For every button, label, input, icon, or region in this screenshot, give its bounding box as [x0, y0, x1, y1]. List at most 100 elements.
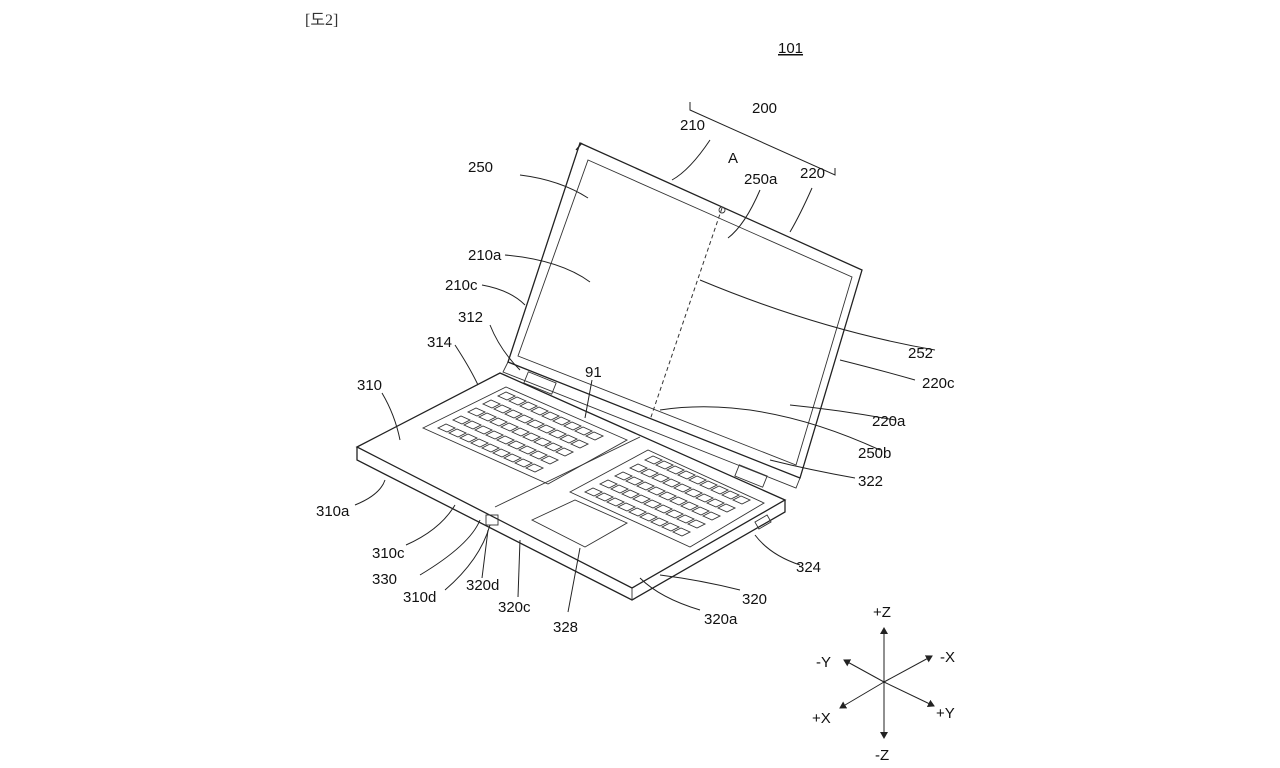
key-left [484, 430, 505, 440]
key-right [631, 494, 652, 504]
key-right [605, 497, 626, 507]
figure-label: [도2] [305, 12, 339, 29]
key-left [503, 409, 524, 419]
label-322: 322 [858, 473, 883, 490]
key-left [492, 404, 513, 414]
axis-label-pz: +Z [873, 604, 891, 621]
base-top-surface [355, 372, 787, 589]
display-outer-frame [507, 142, 863, 479]
key-left [496, 391, 517, 401]
label-310d: 310d [403, 589, 436, 606]
touchpad-328 [530, 499, 628, 548]
key-right [642, 499, 663, 509]
axis-label-nz: -Z [875, 747, 889, 764]
keys-right [583, 455, 752, 537]
key-right [594, 492, 615, 502]
key-right [609, 484, 630, 494]
key-right [690, 506, 711, 516]
leader-lines [354, 139, 936, 613]
base-assembly [355, 372, 787, 601]
label-312: 312 [458, 309, 483, 326]
key-left [584, 431, 605, 441]
axis-label-ny: -Y [816, 654, 831, 671]
key-left [451, 415, 472, 425]
key-right [671, 527, 692, 537]
label-324: 324 [796, 559, 821, 576]
axis-ny-arrow [843, 659, 885, 683]
key-right [598, 479, 619, 489]
key-right [661, 478, 682, 488]
connector-330 [485, 514, 499, 526]
display-assembly [502, 142, 863, 489]
key-left [502, 453, 523, 463]
key-right [650, 473, 671, 483]
keyboard-314 [421, 386, 629, 485]
axis-label-py: +Y [936, 705, 955, 722]
axis-label-nx: -X [940, 649, 955, 666]
key-left [543, 442, 564, 452]
key-left [499, 422, 520, 432]
key-left [554, 447, 575, 457]
key-right [709, 485, 730, 495]
key-right [613, 471, 634, 481]
key-right [679, 501, 700, 511]
key-left [514, 414, 535, 424]
label-320d: 320d [466, 577, 499, 594]
base-split-line [494, 436, 641, 508]
label-310: 310 [357, 377, 382, 394]
key-left [517, 445, 538, 455]
key-right [698, 480, 719, 490]
key-right [675, 514, 696, 524]
axis-py-arrow [883, 681, 935, 708]
fold-axis-A [649, 207, 723, 421]
key-left [532, 437, 553, 447]
label-310c: 310c [372, 545, 405, 562]
key-right [620, 489, 641, 499]
hinge-312 [523, 371, 557, 395]
key-left [480, 443, 501, 453]
label-310a: 310a [316, 503, 350, 520]
key-right [628, 463, 649, 473]
key-left [573, 426, 594, 436]
label-250b: 250b [858, 445, 891, 462]
key-right [638, 512, 659, 522]
port-324 [754, 514, 772, 530]
key-left [477, 412, 498, 422]
key-left [507, 396, 528, 406]
key-left [473, 425, 494, 435]
key-left [495, 435, 516, 445]
display-panel-250 [517, 159, 853, 466]
key-right [694, 493, 715, 503]
reference-number: 101 [778, 40, 803, 57]
key-right [687, 475, 708, 485]
key-left [528, 450, 549, 460]
camera-250a [718, 206, 726, 214]
key-left [469, 438, 490, 448]
key-right [654, 460, 675, 470]
label-320: 320 [742, 591, 767, 608]
key-right [646, 486, 667, 496]
key-right [731, 495, 752, 505]
part-labels: 101 200 210 220 A 250a 250 210a 210c 312… [316, 40, 955, 636]
key-left [510, 427, 531, 437]
key-right [705, 498, 726, 508]
label-320a: 320a [704, 611, 738, 628]
label-220: 220 [800, 165, 825, 182]
axis-nx-arrow [883, 655, 933, 683]
key-right [676, 470, 697, 480]
key-left [562, 421, 583, 431]
key-right [668, 496, 689, 506]
key-left [529, 406, 550, 416]
key-right [643, 455, 664, 465]
key-left [518, 401, 539, 411]
label-91: 91 [585, 364, 602, 381]
label-320c: 320c [498, 599, 531, 616]
label-210a: 210a [468, 247, 502, 264]
label-220a: 220a [872, 413, 906, 430]
key-right [583, 487, 604, 497]
key-left [481, 399, 502, 409]
label-250: 250 [468, 159, 493, 176]
key-right [653, 504, 674, 514]
hinge-322 [734, 464, 768, 488]
